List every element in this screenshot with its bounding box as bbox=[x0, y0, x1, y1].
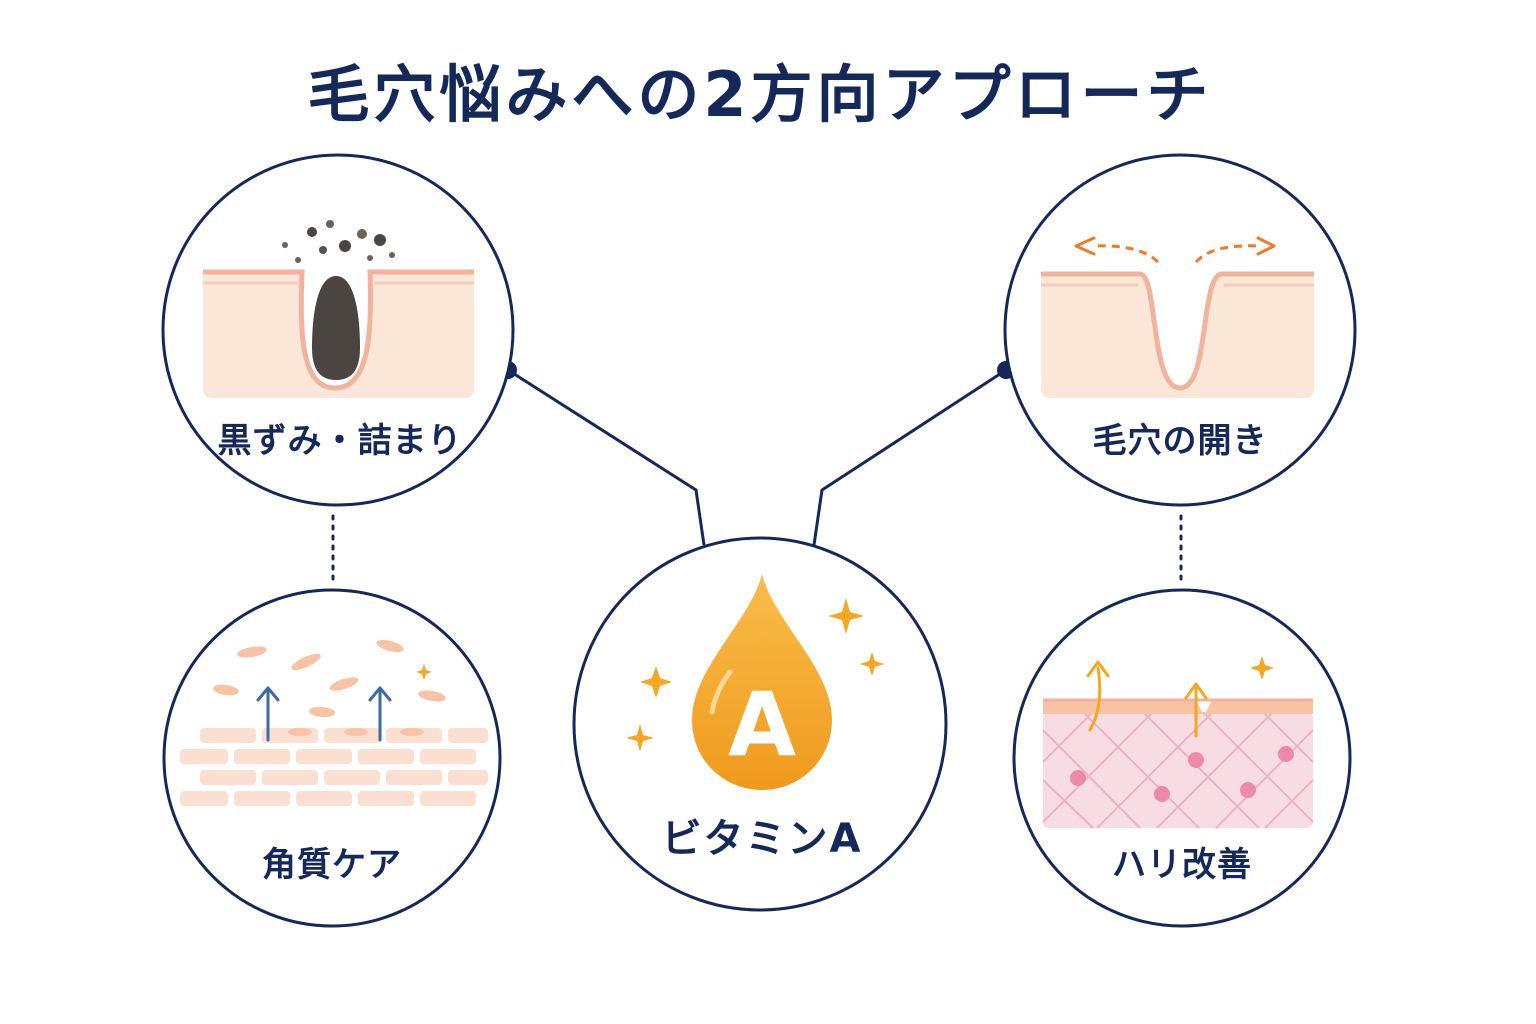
node-vitamin-a: A ビタミンA bbox=[572, 536, 948, 912]
node-label-firmness: ハリ改善 bbox=[1112, 845, 1252, 885]
sparkle-icon bbox=[626, 724, 654, 752]
sparkle-icon bbox=[1250, 656, 1274, 680]
connectors bbox=[331, 368, 1183, 584]
skin-turnover-icon bbox=[180, 639, 488, 806]
arrow-right-icon bbox=[1194, 244, 1259, 264]
connector-left bbox=[507, 368, 706, 546]
node-label-blackheads: 黒ずみ・詰まり bbox=[218, 421, 463, 461]
node-label-keratin-care: 角質ケア bbox=[262, 845, 402, 885]
clogged-pore-icon bbox=[203, 220, 474, 398]
drop-letter: A bbox=[728, 673, 796, 776]
sparkle-icon bbox=[416, 664, 432, 680]
node-firmness: ハリ改善 bbox=[1012, 588, 1352, 928]
sparkle-icon bbox=[860, 652, 884, 676]
arrow-up-icon bbox=[1088, 666, 1102, 732]
connector-right bbox=[812, 368, 1007, 546]
center-label: ビタミンA bbox=[662, 816, 863, 862]
vitamin-a-drop-icon: A bbox=[692, 574, 832, 790]
arrow-left-icon bbox=[1091, 244, 1160, 264]
open-pore-icon bbox=[1041, 236, 1314, 398]
node-blackheads: 黒ずみ・詰まり bbox=[161, 153, 515, 507]
node-label-open-pores: 毛穴の開き bbox=[1093, 421, 1268, 461]
node-keratin-care: 角質ケア bbox=[162, 588, 502, 928]
sparkle-icon bbox=[828, 598, 864, 634]
collagen-firming-icon bbox=[1042, 656, 1314, 829]
sparkle-icon bbox=[640, 666, 672, 698]
page-title: 毛穴悩みへの2方向アプローチ bbox=[307, 58, 1212, 131]
node-open-pores: 毛穴の開き bbox=[1003, 153, 1357, 507]
